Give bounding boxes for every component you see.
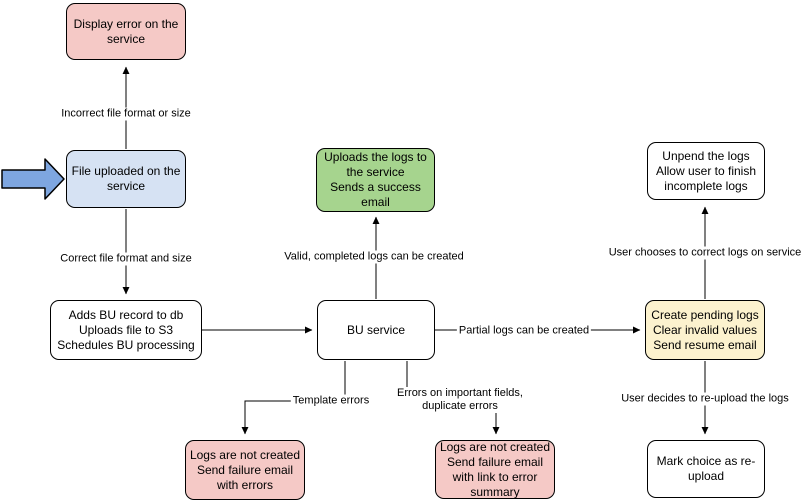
edge-label-field-errors: Errors on important fields, duplicate er… — [395, 387, 525, 413]
edge-label-correct-format: Correct file format and size — [58, 252, 194, 266]
edge-label-partial-logs: Partial logs can be created — [456, 324, 592, 338]
node-file-uploaded: File uploaded on the service — [66, 150, 186, 208]
node-upload-success: Uploads the logs to the service Sends a … — [316, 148, 435, 212]
edge-label-user-correct: User chooses to correct logs on service — [606, 246, 801, 260]
node-display-error: Display error on the service — [66, 3, 186, 60]
node-unpend-logs: Unpend the logs Allow user to finish inc… — [647, 142, 765, 200]
edge-label-incorrect-format: Incorrect file format or size — [59, 107, 193, 121]
node-failure-template: Logs are not created Send failure email … — [185, 440, 305, 500]
node-mark-reupload: Mark choice as re- upload — [647, 440, 765, 498]
edge-label-valid-logs: Valid, completed logs can be created — [282, 250, 466, 264]
edge-label-user-reupload: User decides to re-upload the logs — [619, 392, 791, 406]
node-failure-fields: Logs are not created Send failure email … — [435, 440, 555, 499]
edge-label-template-errors: Template errors — [290, 394, 372, 408]
node-add-record: Adds BU record to db Uploads file to S3 … — [50, 300, 202, 360]
node-bu-service: BU service — [317, 300, 435, 360]
node-create-pending: Create pending logs Clear invalid values… — [645, 300, 765, 360]
input-arrow-icon — [1, 158, 65, 200]
